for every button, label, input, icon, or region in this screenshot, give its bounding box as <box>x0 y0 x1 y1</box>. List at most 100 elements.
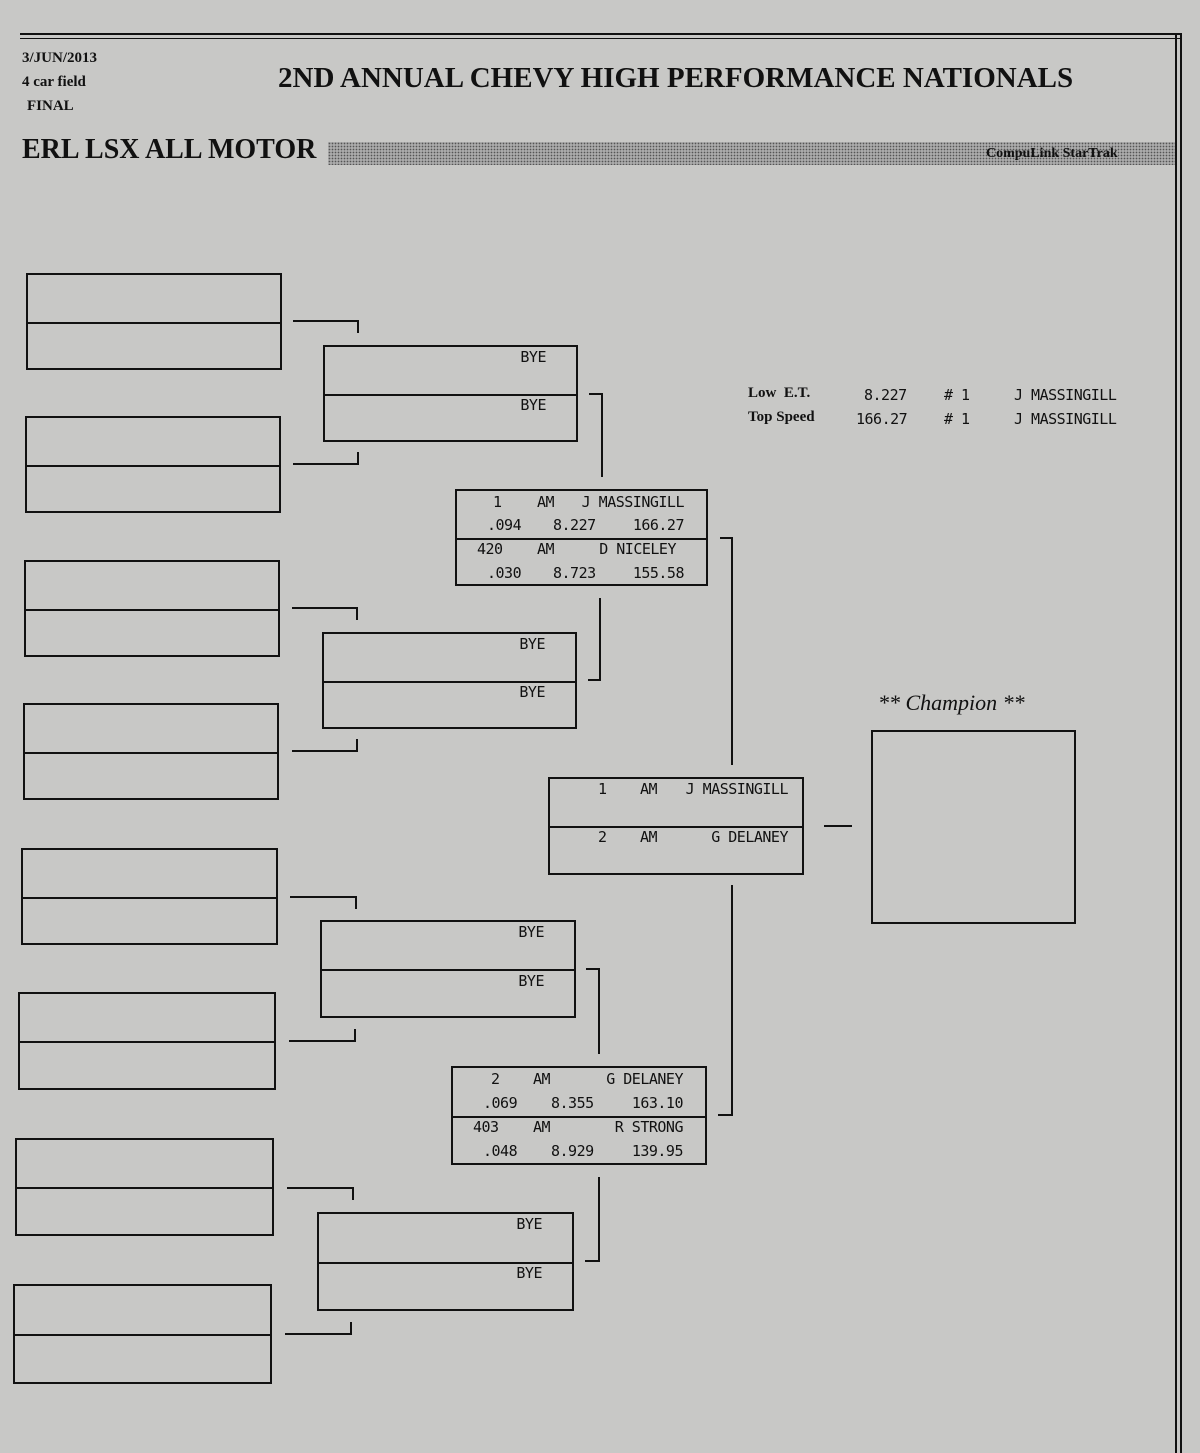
bye-label: BYE <box>518 923 544 941</box>
top-speed-driver: J MASSINGILL <box>1014 410 1117 428</box>
connector <box>357 320 359 333</box>
connector <box>352 1187 354 1200</box>
round1-slot <box>15 1138 274 1236</box>
elapsed-time: 8.227 <box>553 516 596 534</box>
bye-label: BYE <box>518 972 544 990</box>
header-band <box>328 142 1175 165</box>
low-et-driver: J MASSINGILL <box>1014 386 1117 404</box>
field-size: 4 car field <box>22 74 86 90</box>
connector <box>720 537 733 539</box>
bye-label: BYE <box>519 683 545 701</box>
round2-matchup: BYE BYE <box>322 632 577 729</box>
top-speed-value: 166.27 <box>856 410 908 428</box>
reaction-time: .094 <box>487 516 522 534</box>
champion-label: ** Champion ** <box>878 690 1025 715</box>
software-name: CompuLink StarTrak <box>986 146 1118 161</box>
connector <box>355 896 357 909</box>
driver-name: D NICELEY <box>599 540 676 558</box>
speed-mph: 166.27 <box>632 516 685 534</box>
connector <box>350 1322 352 1335</box>
driver-name: G DELANEY <box>606 1070 683 1088</box>
round1-slot <box>13 1284 272 1384</box>
car-number: 420 <box>477 540 503 558</box>
connector <box>586 968 600 970</box>
class-code: AM <box>533 1118 551 1136</box>
semifinal-matchup: 2 AM G DELANEY .069 8.355 163.10 403 AM … <box>451 1066 707 1165</box>
round2-matchup: BYE BYE <box>317 1212 574 1311</box>
connector <box>599 598 601 681</box>
car-number: 2 <box>491 1070 500 1088</box>
car-number: 1 <box>493 493 502 511</box>
bye-label: BYE <box>520 396 546 414</box>
class-code: AM <box>537 540 555 558</box>
class-code: AM <box>640 780 658 798</box>
round2-matchup: BYE BYE <box>320 920 576 1018</box>
elapsed-time: 8.355 <box>551 1094 594 1112</box>
final-matchup: 1 AM J MASSINGILL 2 AM G DELANEY <box>548 777 804 875</box>
driver-name: R STRONG <box>614 1118 684 1136</box>
connector <box>287 1187 354 1189</box>
semifinal-matchup: 1 AM J MASSINGILL .094 8.227 166.27 420 … <box>455 489 708 586</box>
connector <box>285 1333 352 1335</box>
connector <box>731 885 733 1116</box>
car-number: 1 <box>598 780 607 798</box>
class-code: AM <box>640 828 658 846</box>
low-et-value: 8.227 <box>864 386 907 404</box>
top-speed-car: # 1 <box>944 410 970 428</box>
connector <box>598 1177 600 1262</box>
champion-box <box>871 730 1076 924</box>
car-number: 2 <box>598 828 607 846</box>
bye-label: BYE <box>520 348 546 366</box>
driver-name: J MASSINGILL <box>581 493 685 511</box>
bye-label: BYE <box>516 1264 542 1282</box>
class-name: ERL LSX ALL MOTOR <box>22 134 317 166</box>
driver-name: J MASSINGILL <box>685 780 789 798</box>
round1-slot <box>21 848 278 945</box>
class-code: AM <box>533 1070 551 1088</box>
round1-slot <box>18 992 276 1090</box>
reaction-time: .069 <box>483 1094 518 1112</box>
bye-label: BYE <box>516 1215 542 1233</box>
elapsed-time: 8.723 <box>553 564 596 582</box>
car-number: 403 <box>473 1118 499 1136</box>
connector <box>289 1040 356 1042</box>
connector <box>601 393 603 477</box>
connector <box>718 1114 733 1116</box>
round2-matchup: BYE BYE <box>323 345 578 442</box>
page-title: 2ND ANNUAL CHEVY HIGH PERFORMANCE NATION… <box>278 62 1074 94</box>
bye-label: BYE <box>519 635 545 653</box>
event-date: 3/JUN/2013 <box>22 50 97 66</box>
connector <box>356 739 358 752</box>
driver-name: G DELANEY <box>711 828 788 846</box>
page-frame-top <box>20 33 1182 39</box>
connector <box>356 607 358 620</box>
connector <box>290 896 357 898</box>
speed-mph: 139.95 <box>631 1142 684 1160</box>
connector <box>292 750 358 752</box>
connector <box>598 968 600 1054</box>
connector <box>354 1029 356 1042</box>
connector <box>589 393 603 395</box>
round-label: FINAL <box>27 98 74 114</box>
connector <box>293 320 359 322</box>
page-frame-right <box>1175 33 1182 1453</box>
speed-mph: 163.10 <box>631 1094 684 1112</box>
round1-slot <box>24 560 280 657</box>
class-code: AM <box>537 493 555 511</box>
round1-slot <box>23 703 279 800</box>
connector <box>292 607 358 609</box>
connector <box>293 463 359 465</box>
connector <box>357 452 359 465</box>
top-speed-label: Top Speed <box>748 409 815 425</box>
connector <box>731 537 733 765</box>
connector <box>585 1260 600 1262</box>
reaction-time: .048 <box>483 1142 518 1160</box>
reaction-time: .030 <box>487 564 522 582</box>
speed-mph: 155.58 <box>632 564 685 582</box>
low-et-label: Low E.T. <box>748 385 811 401</box>
round1-slot <box>26 273 282 370</box>
connector <box>588 679 601 681</box>
elapsed-time: 8.929 <box>551 1142 594 1160</box>
low-et-car: # 1 <box>944 386 970 404</box>
round1-slot <box>25 416 281 513</box>
